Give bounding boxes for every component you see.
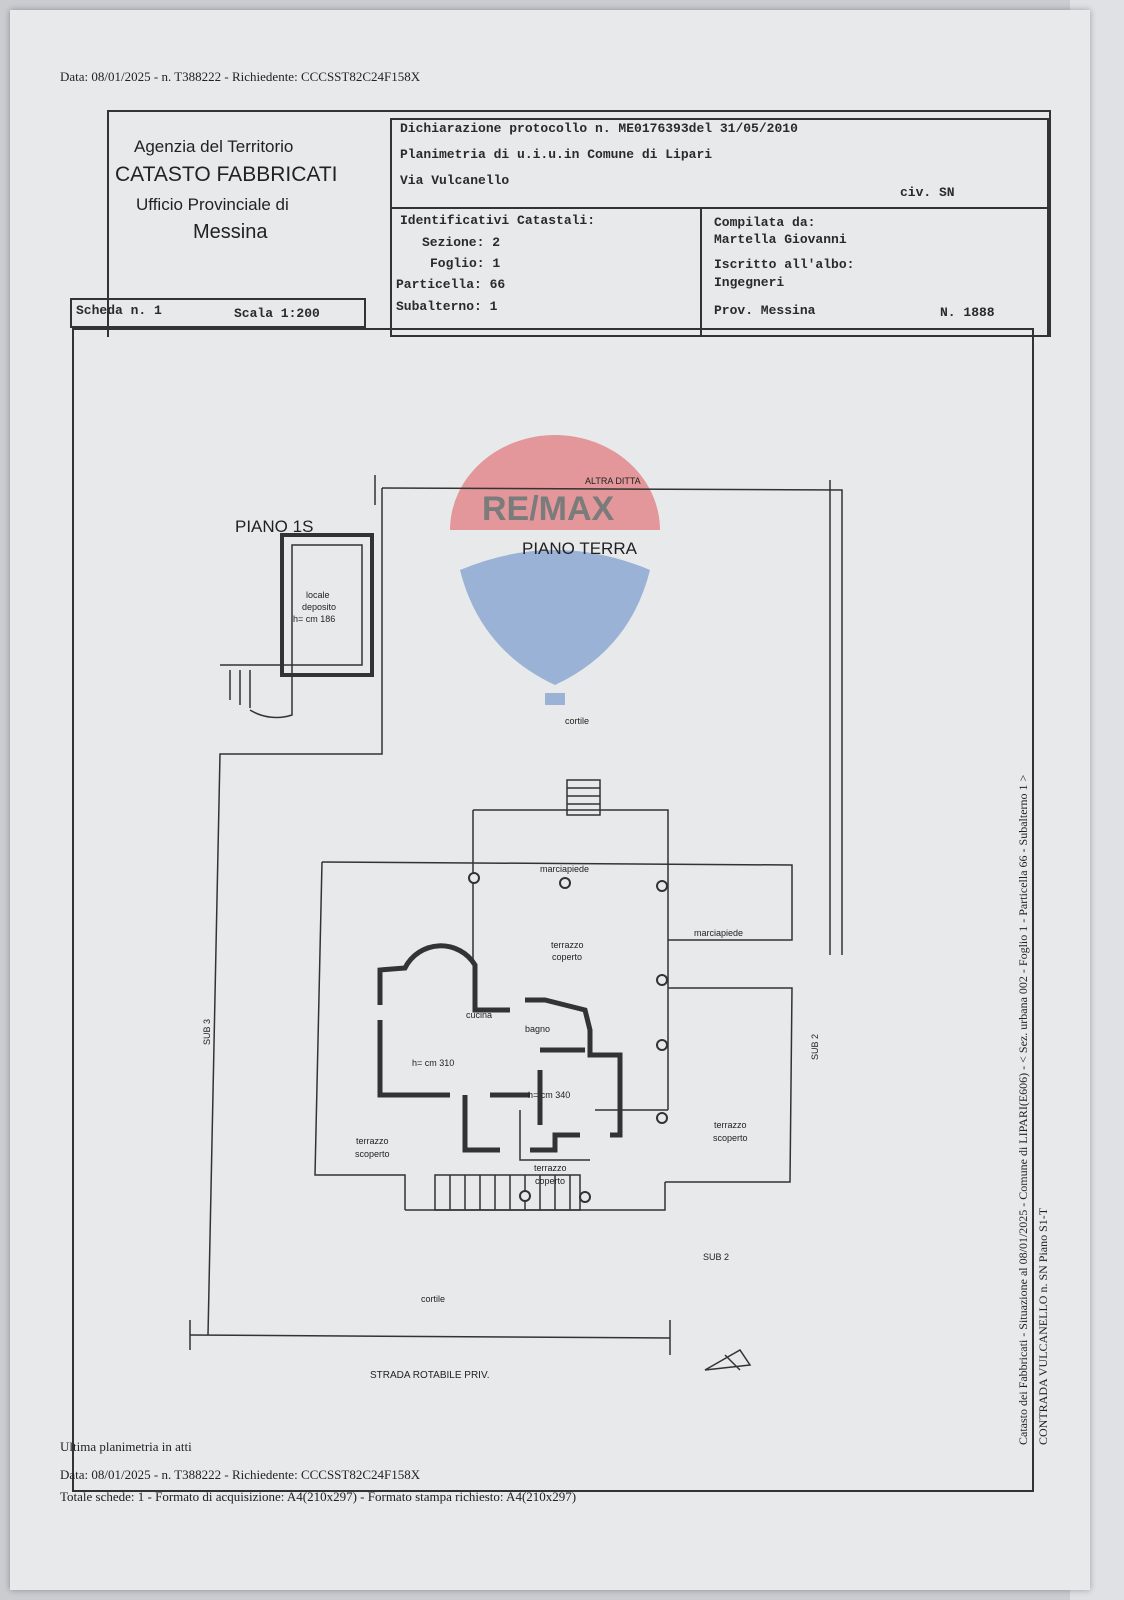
label-terrazzo-coperto-2b: coperto <box>535 1176 565 1186</box>
label-locale: locale <box>306 590 330 600</box>
subalterno: Subalterno: 1 <box>396 299 498 314</box>
header-frame <box>107 110 1051 337</box>
label-terrazzo-scoperto-ra: terrazzo <box>714 1120 747 1130</box>
albo-label: Iscritto all'albo: <box>714 257 855 272</box>
label-marciapiede-1: marciapiede <box>540 864 589 874</box>
remax-watermark: RE/MAX <box>450 435 660 705</box>
declaration-planimetria: Planimetria di u.i.u.in Comune di Lipari <box>400 147 713 162</box>
label-bagno: bagno <box>525 1024 550 1034</box>
side-text-line1: Catasto dei Fabbricati - Situazione al 0… <box>1016 774 1030 1445</box>
identificativi-divider <box>700 208 702 335</box>
rear-stairs <box>566 779 601 816</box>
scheda-label: Scheda n. 1 <box>76 303 162 318</box>
label-sub2-side: SUB 2 <box>810 1034 820 1060</box>
label-sub2: SUB 2 <box>703 1252 729 1262</box>
declaration-civ: civ. SN <box>900 185 955 200</box>
scala-label: Scala 1:200 <box>234 306 320 321</box>
terraces <box>314 809 793 1211</box>
label-terrazzo-coperto-1a: terrazzo <box>551 940 584 950</box>
label-strada: STRADA ROTABILE PRIV. <box>370 1370 489 1381</box>
agency-line1: Agenzia del Territorio <box>134 137 294 156</box>
balloon-red-top <box>450 435 660 530</box>
albo-value: Ingegneri <box>714 275 785 290</box>
label-terrazzo-coperto-2a: terrazzo <box>534 1163 567 1173</box>
cadastral-plan-sheet: Data: 08/01/2025 - n. T388222 - Richiede… <box>10 10 1090 1590</box>
compilata-number: N. 1888 <box>940 305 995 320</box>
label-h186: h= cm 186 <box>293 614 335 624</box>
drawing-frame <box>72 328 1034 1492</box>
label-terrazzo-coperto-1b: coperto <box>552 952 582 962</box>
label-terrazzo-scoperto-lb: scoperto <box>355 1149 390 1159</box>
declaration-address: Via Vulcanello <box>400 173 510 188</box>
floor-plan: PIANO 1S PIANO TERRA ALTRA DITTA locale … <box>189 475 843 1381</box>
foglio: Foglio: 1 <box>430 256 501 271</box>
declaration-protocol: Dichiarazione protocollo n. ME0176393del… <box>400 121 798 136</box>
label-altra-ditta: ALTRA DITTA <box>585 476 641 486</box>
label-piano-terra: PIANO TERRA <box>522 539 638 558</box>
label-deposito: deposito <box>302 602 336 612</box>
label-cortile-bottom: cortile <box>421 1294 445 1304</box>
side-text-line2: CONTRADA VULCANELLO n. SN Piano S1-T <box>1036 1207 1050 1445</box>
svg-text:RE/MAX: RE/MAX <box>482 490 615 528</box>
agency-line4: Messina <box>193 221 268 243</box>
house-walls <box>377 943 623 1153</box>
balloon-basket <box>545 693 565 705</box>
sezione: Sezione: 2 <box>422 235 501 250</box>
particella: Particella: 66 <box>396 277 506 292</box>
agency-line3: Ufficio Provinciale di <box>136 195 289 214</box>
declaration-box <box>390 118 1049 337</box>
footer-data: Data: 08/01/2025 - n. T388222 - Richiede… <box>60 1467 421 1482</box>
declaration-divider <box>390 207 1047 209</box>
label-h340: h= cm 340 <box>528 1090 570 1100</box>
piano-1s-stair <box>220 664 293 719</box>
label-piano-1s: PIANO 1S <box>235 517 313 536</box>
scheda-box <box>70 298 366 328</box>
footer-ultima: Ultima planimetria in atti <box>60 1439 192 1454</box>
balloon-blue-bottom <box>460 550 650 685</box>
label-marciapiede-2: marciapiede <box>694 928 743 938</box>
footer-totale: Totale schede: 1 - Formato di acquisizio… <box>60 1489 577 1504</box>
north-arrow-icon <box>704 1349 752 1371</box>
label-cortile-top: cortile <box>565 716 589 726</box>
label-terrazzo-scoperto-la: terrazzo <box>356 1136 389 1146</box>
agency-line2: CATASTO FABBRICATI <box>115 163 338 186</box>
label-h310: h= cm 310 <box>412 1058 454 1068</box>
compilata-name: Martella Giovanni <box>714 232 847 247</box>
label-sub3: SUB 3 <box>202 1019 212 1045</box>
label-cucina: cucina <box>466 1010 492 1020</box>
compilata-title: Compilata da: <box>714 215 816 230</box>
piano-1s-room <box>280 533 374 677</box>
label-terrazzo-scoperto-rb: scoperto <box>713 1133 748 1143</box>
lot-outline <box>189 475 843 1355</box>
columns <box>468 872 668 1203</box>
top-stamp: Data: 08/01/2025 - n. T388222 - Richiede… <box>60 69 421 84</box>
compilata-prov: Prov. Messina <box>714 303 816 318</box>
identificativi-title: Identificativi Catastali: <box>400 213 596 228</box>
